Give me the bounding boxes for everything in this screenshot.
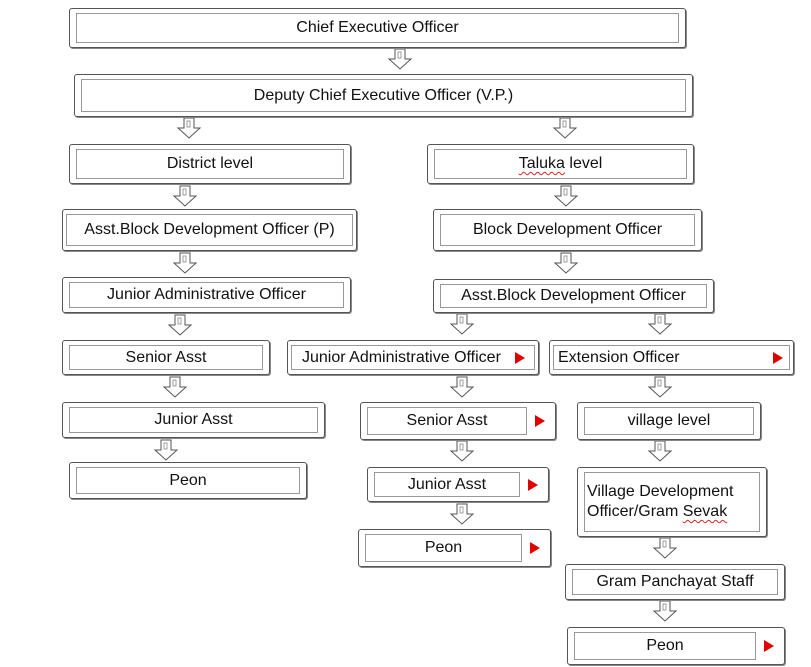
taluka-senior-asst-box: Senior Asst (360, 402, 556, 440)
taluka-asst-bdo-box: Asst.Block Development Officer (433, 279, 714, 313)
district-senior-asst-label: Senior Asst (69, 345, 263, 370)
arrow-ceo-to-deputy (388, 48, 412, 70)
district-jao-box: Junior Administrative Officer (62, 277, 351, 313)
extension-officer-marker (773, 351, 783, 364)
extension-officer-box: Extension Officer (549, 340, 794, 375)
taluka-level-rest: level (564, 155, 603, 172)
gram-panchayat-staff-label: Gram Panchayat Staff (572, 569, 778, 595)
arrow-bdo-to-abdo (554, 252, 578, 274)
taluka-junior-asst-box: Junior Asst (367, 467, 549, 502)
arrow-junior-to-peon-taluka (450, 503, 474, 525)
bdo-label: Block Development Officer (440, 214, 695, 246)
village-peon-box: Peon (567, 627, 785, 665)
arrow-abdo-to-extension (648, 313, 672, 335)
ceo-box: Chief Executive Officer (69, 8, 686, 48)
deputy-ceo-box: Deputy Chief Executive Officer (V.P.) (74, 74, 693, 117)
arrow-vdo-to-gps (653, 537, 677, 559)
district-senior-asst-box: Senior Asst (62, 340, 270, 375)
taluka-junior-asst-marker (528, 478, 538, 491)
arrow-village-to-vdo (648, 440, 672, 462)
taluka-jao-box: Junior Administrative Officer (287, 340, 539, 375)
village-peon-label: Peon (574, 632, 756, 660)
taluka-jao-label: Junior Administrative Officer (291, 345, 535, 370)
bdo-box: Block Development Officer (433, 209, 702, 251)
district-level-box: District level (69, 144, 351, 184)
taluka-level-label: Taluka level (434, 149, 687, 179)
taluka-asst-bdo-label: Asst.Block Development Officer (440, 284, 707, 308)
taluka-senior-asst-marker (535, 415, 545, 427)
district-junior-asst-box: Junior Asst (62, 402, 325, 438)
taluka-peon-box: Peon (358, 529, 551, 567)
deputy-ceo-label: Deputy Chief Executive Officer (V.P.) (81, 79, 686, 112)
deputy-ceo-text: Deputy Chief Executive Officer (V.P.) (253, 86, 514, 104)
district-asst-bdo-box: Asst.Block Development Officer (P) (62, 209, 357, 251)
village-level-box: village level (577, 402, 761, 440)
arrow-abdo-to-jao (173, 252, 197, 274)
gram-panchayat-staff-box: Gram Panchayat Staff (565, 564, 785, 600)
taluka-word: Taluka (518, 155, 565, 172)
district-jao-label: Junior Administrative Officer (69, 282, 344, 308)
arrow-jao-to-senior (168, 314, 192, 336)
arrow-extension-to-village (648, 376, 672, 398)
taluka-peon-label: Peon (365, 534, 522, 562)
arrow-taluka-to-bdo (554, 185, 578, 207)
arrow-senior-to-junior (163, 376, 187, 398)
vdo-line2: Officer/Gram Sevak (587, 502, 727, 522)
arrow-jao-to-senior-taluka (450, 376, 474, 398)
ceo-label: Chief Executive Officer (76, 13, 679, 43)
taluka-level-box: Taluka level (427, 144, 694, 184)
district-peon-box: Peon (69, 462, 307, 499)
taluka-peon-marker (530, 542, 540, 554)
vdo-box: Village Development Officer/Gram Sevak (577, 467, 767, 537)
district-level-label: District level (76, 149, 344, 179)
taluka-jao-marker (515, 351, 525, 364)
arrow-abdo-to-jao-taluka (450, 313, 474, 335)
taluka-senior-asst-label: Senior Asst (367, 407, 527, 435)
extension-officer-label: Extension Officer (553, 345, 790, 370)
arrow-district-to-abdo (173, 185, 197, 207)
district-peon-label: Peon (76, 467, 300, 494)
arrow-deputy-to-taluka (553, 117, 577, 139)
district-junior-asst-label: Junior Asst (69, 407, 318, 433)
arrow-senior-to-junior-taluka (450, 440, 474, 462)
vdo-line2-b: Sevak (682, 503, 728, 520)
vdo-line2-a: Officer/Gram (587, 503, 683, 520)
arrow-junior-to-peon (154, 439, 178, 461)
district-asst-bdo-label: Asst.Block Development Officer (P) (66, 214, 353, 246)
arrow-gps-to-peon (653, 600, 677, 622)
vdo-line1: Village Development (587, 483, 734, 500)
village-peon-marker (764, 640, 774, 652)
village-level-label: village level (584, 407, 754, 435)
vdo-label: Village Development Officer/Gram Sevak (584, 472, 760, 532)
arrow-deputy-to-district (177, 117, 201, 139)
taluka-junior-asst-label: Junior Asst (374, 472, 520, 497)
